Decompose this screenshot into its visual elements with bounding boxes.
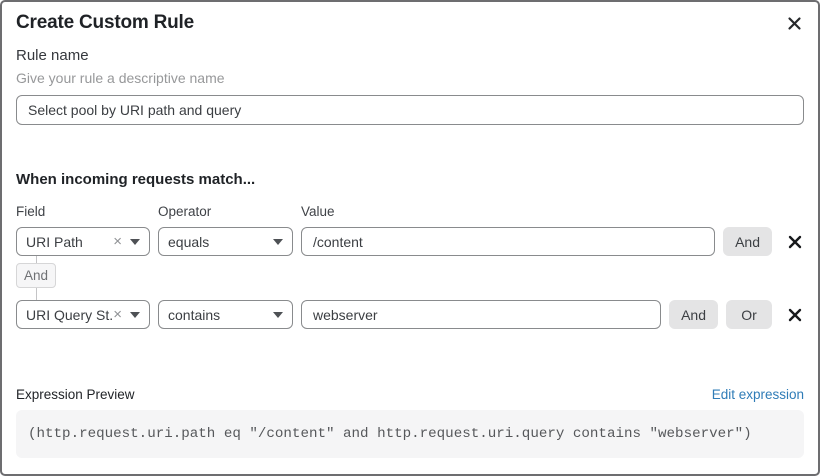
chevron-down-icon	[130, 311, 140, 318]
field-select-row2[interactable]: URI Query St... ×	[16, 300, 150, 329]
value-input-row1[interactable]	[301, 227, 716, 256]
expression-code-block: (http.request.uri.path eq "/content" and…	[16, 410, 804, 458]
rule-row-2: URI Query St... × contains And Or	[16, 300, 804, 329]
expression-code: (http.request.uri.path eq "/content" and…	[28, 426, 752, 442]
rule-row-1: URI Path × equals And	[16, 227, 804, 256]
chevron-down-icon	[273, 311, 283, 318]
column-labels: Field Operator Value	[16, 204, 804, 219]
expression-preview-label: Expression Preview	[16, 387, 135, 402]
field-column-label: Field	[16, 204, 46, 219]
chevron-down-icon	[273, 238, 283, 245]
delete-icon	[788, 308, 802, 321]
clear-field-icon[interactable]: ×	[113, 233, 122, 250]
match-heading: When incoming requests match...	[16, 171, 256, 188]
operator-select-row1-value: equals	[168, 233, 210, 250]
delete-row1-button[interactable]	[786, 233, 804, 251]
operator-select-row2-value: contains	[168, 306, 221, 323]
close-button[interactable]	[785, 14, 804, 33]
chevron-down-icon	[130, 238, 140, 245]
and-button-row1[interactable]: And	[723, 227, 772, 256]
field-select-row2-value: URI Query St...	[26, 306, 114, 323]
value-input-row2[interactable]	[301, 300, 662, 329]
dialog-header: Create Custom Rule	[16, 2, 804, 34]
or-button-row2[interactable]: Or	[726, 300, 772, 329]
close-icon	[788, 17, 801, 30]
value-column-label: Value	[301, 204, 335, 219]
clear-field-icon[interactable]: ×	[113, 306, 122, 323]
connector-line	[36, 256, 37, 263]
rule-name-helper: Give your rule a descriptive name	[16, 70, 225, 86]
and-connector-badge: And	[16, 263, 56, 288]
connector-line	[36, 288, 37, 300]
operator-column-label: Operator	[158, 204, 212, 219]
rule-name-label: Rule name	[16, 47, 89, 64]
field-select-row1[interactable]: URI Path ×	[16, 227, 150, 256]
delete-row2-button[interactable]	[786, 306, 804, 324]
row-connector: And	[16, 256, 56, 300]
rule-name-input[interactable]	[16, 95, 804, 125]
field-select-row1-value: URI Path	[26, 233, 83, 250]
edit-expression-link[interactable]: Edit expression	[711, 387, 804, 402]
operator-select-row1[interactable]: equals	[158, 227, 293, 256]
expression-preview-row: Expression Preview Edit expression	[16, 387, 804, 402]
dialog-title: Create Custom Rule	[16, 12, 194, 33]
and-button-row2[interactable]: And	[669, 300, 718, 329]
operator-select-row2[interactable]: contains	[158, 300, 293, 329]
delete-icon	[788, 235, 802, 248]
